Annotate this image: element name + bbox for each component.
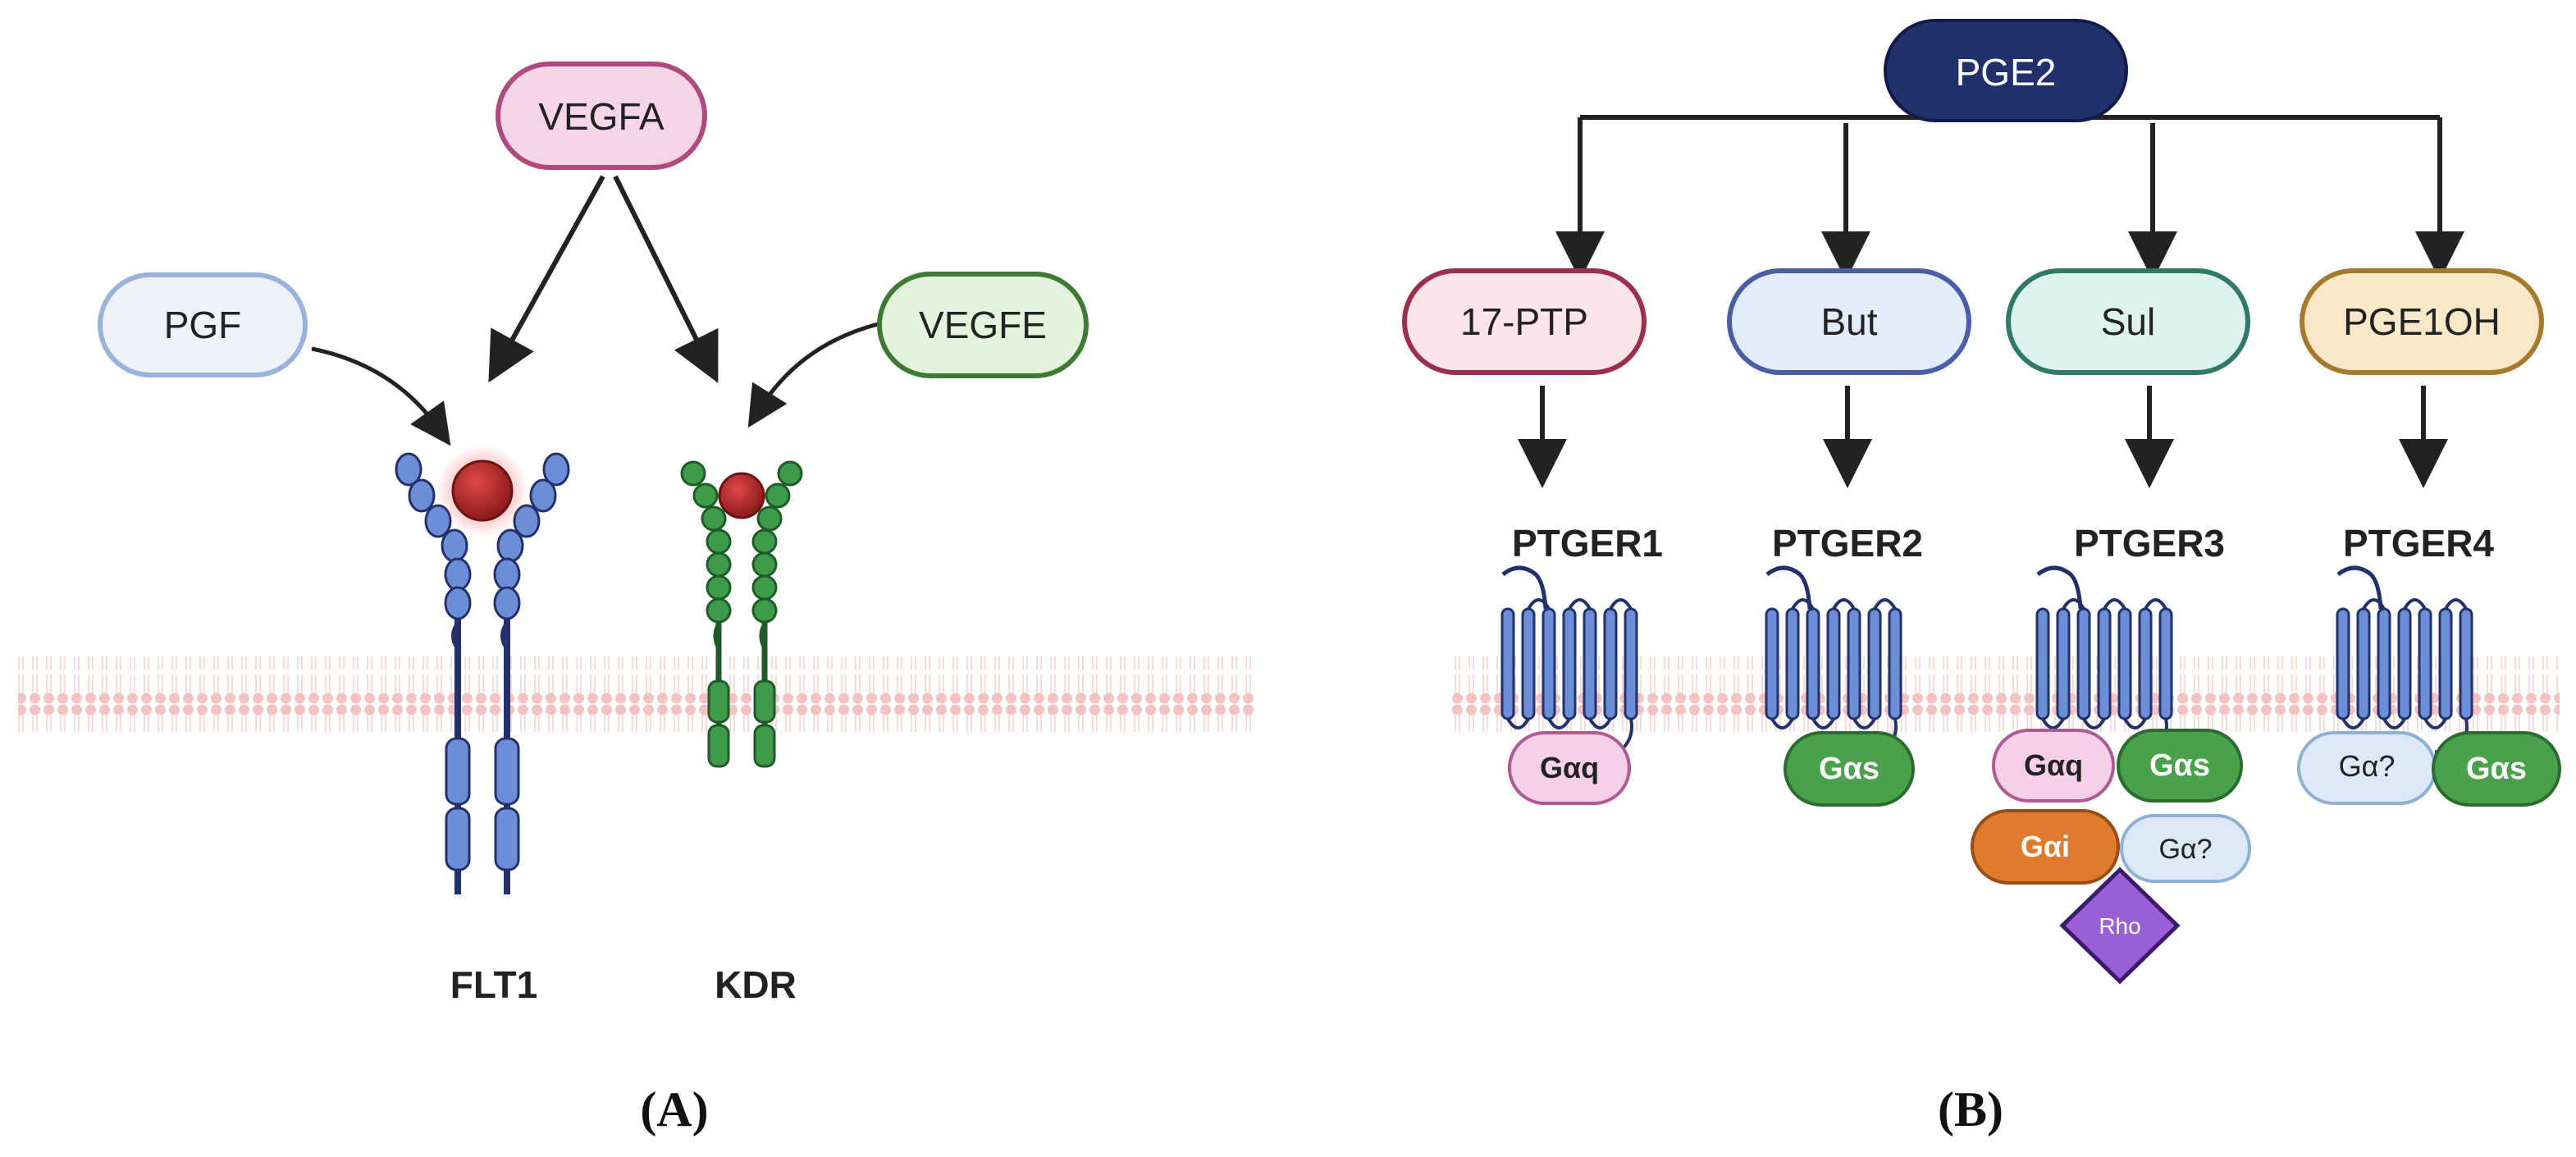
- receptor-label-ptger3: PTGER3: [2074, 522, 2225, 565]
- ptger2-gas: Gαs: [1784, 731, 1915, 807]
- tm-helix: [2377, 607, 2391, 720]
- kdr-receptor: [680, 460, 803, 768]
- kdr-ligand-ball: [718, 472, 765, 519]
- ptger4-ga-unknown-label: Gα?: [2339, 749, 2396, 783]
- arrow-pgf-flt1: [311, 346, 451, 446]
- tm-helix: [1806, 607, 1820, 720]
- ptger3-rho: Rho: [2059, 867, 2181, 985]
- flt1-label: FLT1: [450, 963, 537, 1006]
- metabolite-pge1oh: PGE1OH: [2300, 268, 2544, 375]
- tm-helix: [1603, 607, 1618, 720]
- ptger3-gaq: Gαq: [1992, 729, 2115, 803]
- metabolite-receptor-arrows: [1518, 386, 2448, 488]
- panel-a: VEGFA PGF VEGFE: [18, 62, 1257, 1136]
- tm-helix: [2076, 607, 2091, 720]
- tm-helix: [2356, 607, 2371, 720]
- tm-helix: [1521, 607, 1536, 720]
- arrow-vegfa-kdr: [613, 175, 719, 383]
- panel-a-label: (A): [640, 1082, 708, 1136]
- tm-helix: [1624, 607, 1638, 720]
- tm-helix: [2336, 607, 2350, 720]
- tm-helix: [1583, 607, 1597, 720]
- ptger1-gaq: Gαq: [1508, 731, 1631, 805]
- ptger3-rho-label: Rho: [2099, 913, 2140, 939]
- ptger3-gaq-label: Gαq: [2024, 748, 2083, 782]
- tm-helix: [1562, 607, 1577, 720]
- ptger1-gaq-label: Gαq: [1540, 751, 1599, 784]
- metabolite-label-sul: Sul: [2101, 300, 2155, 343]
- ptger3-ga-unknown-label: Gα?: [2158, 834, 2212, 865]
- tm-helix: [1541, 607, 1556, 720]
- metabolite-label-but: But: [1820, 300, 1877, 343]
- vegfe-node: VEGFE: [877, 272, 1089, 378]
- ptger3-receptor: [2035, 565, 2173, 755]
- ptger4-gas: Gαs: [2432, 731, 2561, 807]
- tm-helix: [2397, 607, 2412, 720]
- tm-helix: [2459, 607, 2473, 720]
- kdr-label: KDR: [715, 963, 797, 1006]
- receptor-label-ptger1: PTGER1: [1512, 522, 1663, 565]
- ptger3-gai: Gαi: [1971, 809, 2120, 885]
- tm-helix: [2418, 607, 2432, 720]
- metabolite-17ptp: 17-PTP: [1402, 268, 1647, 375]
- flt1-receptor: [395, 445, 570, 894]
- receptor-label-ptger2: PTGER2: [1772, 522, 1923, 565]
- flt1-ligand-ball: [451, 460, 514, 522]
- tm-helix: [1847, 607, 1861, 720]
- ptger4-ga-unknown: Gα?: [2297, 731, 2437, 805]
- tm-helix: [2035, 607, 2050, 720]
- pgf-label: PGF: [164, 304, 242, 346]
- tm-helix: [2138, 607, 2153, 720]
- ptger1-receptor: [1500, 565, 1638, 755]
- vegfa-node: VEGFA: [496, 62, 707, 170]
- ptger2-gas-label: Gαs: [1819, 752, 1879, 786]
- metabolite-label-17ptp: 17-PTP: [1460, 300, 1588, 343]
- tm-helix: [1826, 607, 1841, 720]
- arrow-vegfe-kdr: [747, 322, 879, 428]
- vegfa-label: VEGFA: [538, 95, 665, 138]
- tm-helix: [1765, 607, 1779, 720]
- ptger3-gas: Gαs: [2117, 729, 2243, 803]
- panel-b-label: (B): [1938, 1082, 2003, 1136]
- tm-helix: [1500, 607, 1515, 720]
- metabolite-sul: Sul: [2006, 268, 2250, 375]
- tm-helix: [1888, 607, 1902, 720]
- pge2-label: PGE2: [1956, 51, 2057, 94]
- metabolite-but: But: [1727, 268, 1971, 375]
- vegfe-label: VEGFE: [919, 304, 1047, 346]
- tm-helix: [2438, 607, 2453, 720]
- tm-helix: [1867, 607, 1882, 720]
- metabolite-label-pge1oh: PGE1OH: [2343, 300, 2501, 343]
- tm-helix: [2158, 607, 2173, 720]
- arrow-vegfa-flt1: [488, 175, 605, 383]
- receptor-label-ptger4: PTGER4: [2343, 522, 2494, 565]
- ptger2-receptor: [1765, 565, 1902, 755]
- pge2-connectors: [1555, 115, 2464, 281]
- ptger4-gas-label: Gαs: [2466, 752, 2527, 786]
- panel-b: PGE2 17-PTP But Sul PGE1OH PTGER1 PTGER: [1402, 19, 2561, 1136]
- ptger3-ga-unknown: Gα?: [2120, 814, 2251, 883]
- pgf-node: PGF: [98, 272, 308, 377]
- membrane-a: [18, 656, 1257, 732]
- ptger4-receptor: [2336, 565, 2473, 755]
- tm-helix: [2097, 607, 2112, 720]
- ptger3-gai-label: Gαi: [2021, 830, 2070, 863]
- tm-helix: [2117, 607, 2132, 720]
- tm-helix: [1785, 607, 1800, 720]
- tm-helix: [2056, 607, 2071, 720]
- ptger3-gas-label: Gαs: [2149, 748, 2210, 783]
- pge2-node: PGE2: [1884, 19, 2128, 122]
